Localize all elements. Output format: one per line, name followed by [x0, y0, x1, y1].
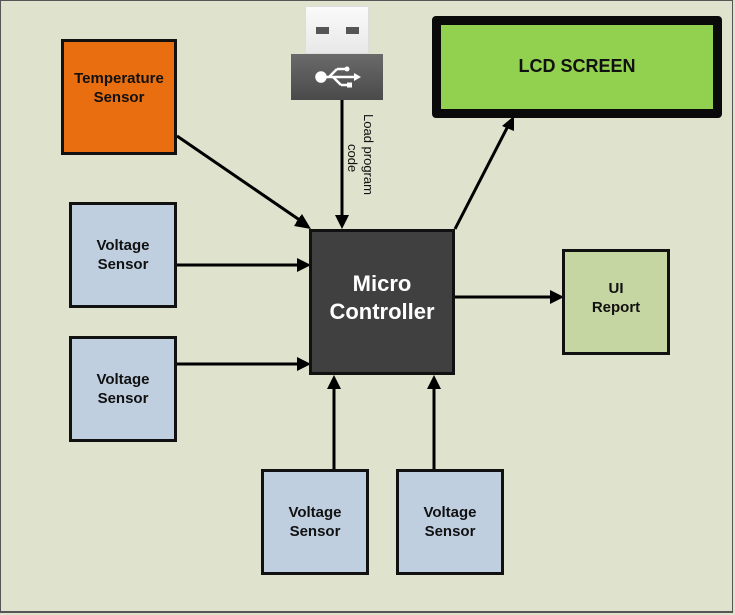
edge-temperature-to-mcu	[176, 134, 305, 225]
node-label: Voltage Sensor	[96, 237, 150, 273]
arrowhead	[502, 116, 514, 131]
arrowhead	[335, 215, 349, 229]
node-label: LCD SCREEN	[518, 55, 636, 76]
node-label: Voltage Sensor	[96, 371, 150, 407]
node-label: Voltage Sensor	[288, 504, 342, 540]
node-label: Temperature Sensor	[74, 70, 164, 106]
load-program-code-label: Load program code	[343, 114, 383, 214]
edge-mcu-to-lcd	[453, 125, 510, 230]
edge-label-line2: code	[345, 144, 360, 173]
edge-label-line1: Load program	[361, 114, 376, 195]
arrowhead	[297, 258, 311, 272]
node-label: UI Report	[591, 280, 641, 316]
node-label: Voltage Sensor	[423, 504, 477, 540]
arrowhead	[294, 214, 311, 229]
usb-icon	[291, 6, 383, 100]
voltage-sensor-node-3[interactable]: Voltage Sensor	[261, 469, 369, 575]
arrowhead	[427, 375, 441, 389]
temperature-sensor-node[interactable]: Temperature Sensor	[61, 39, 177, 155]
voltage-sensor-node-1[interactable]: Voltage Sensor	[69, 202, 177, 308]
arrowhead	[297, 357, 311, 371]
micro-controller-node[interactable]: Micro Controller	[309, 229, 455, 375]
arrowhead	[550, 290, 564, 304]
usb-symbol-icon	[315, 66, 361, 88]
lcd-screen-node[interactable]: LCD SCREEN	[432, 16, 722, 118]
voltage-sensor-node-2[interactable]: Voltage Sensor	[69, 336, 177, 442]
voltage-sensor-node-4[interactable]: Voltage Sensor	[396, 469, 504, 575]
node-label: Micro Controller	[329, 271, 435, 324]
arrowhead	[327, 375, 341, 389]
ui-report-node[interactable]: UI Report	[562, 249, 670, 355]
usb-plug	[305, 6, 369, 54]
usb-body	[291, 54, 383, 100]
